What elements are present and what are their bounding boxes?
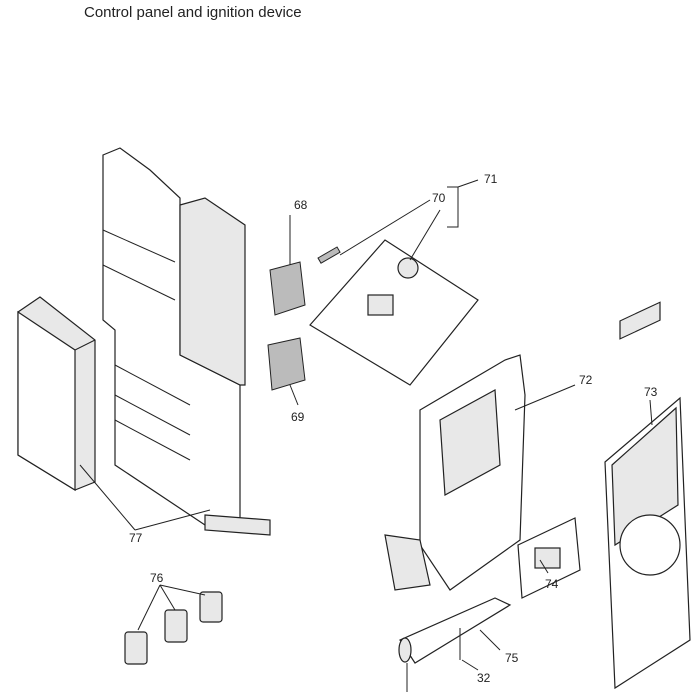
callout-70: 70 (432, 191, 446, 205)
callout-68: 68 (294, 198, 308, 212)
callout-72: 72 (579, 373, 593, 387)
part-cable-glands (124, 591, 223, 665)
callout-69: 69 (291, 410, 305, 424)
leader-lines (79, 179, 653, 671)
part-housing (102, 147, 271, 536)
part-frame (384, 354, 526, 591)
part-pcb (309, 239, 479, 386)
callout-75: 75 (505, 651, 519, 665)
callout-77: 77 (129, 531, 143, 545)
part-terminal-block-68 (269, 261, 306, 316)
part-front-panel (604, 301, 691, 690)
diagram-title: Control panel and ignition device (84, 4, 302, 21)
callout-32: 32 (477, 671, 491, 685)
callout-73: 73 (644, 385, 658, 399)
part-ignition-board (517, 517, 581, 599)
callout-74: 74 (545, 577, 559, 591)
part-cover (17, 296, 96, 492)
callout-71: 71 (484, 172, 498, 186)
callout-76: 76 (150, 571, 164, 585)
part-terminal-block-69 (267, 337, 306, 391)
part-bracket (398, 597, 512, 692)
